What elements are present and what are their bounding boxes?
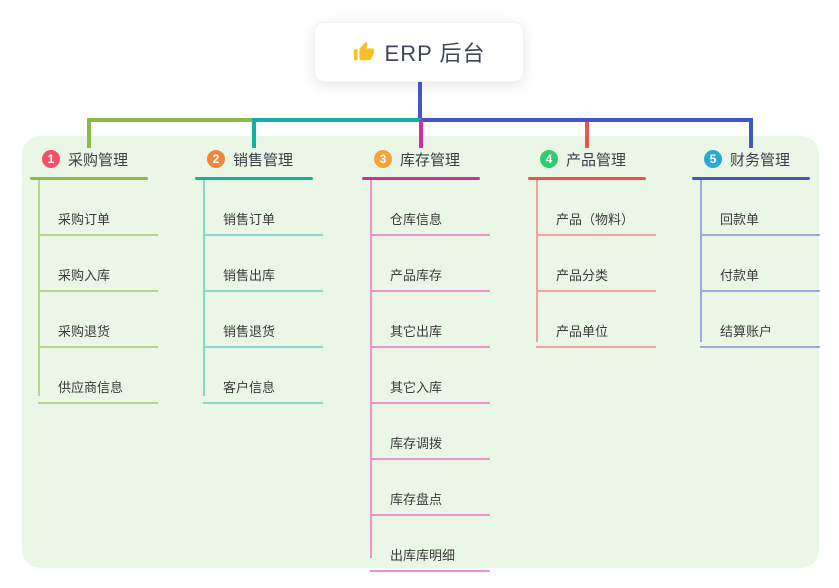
drop-line-product <box>585 122 589 148</box>
child-node[interactable]: 客户信息 <box>203 348 323 404</box>
child-node[interactable]: 结算账户 <box>700 292 820 348</box>
child-node-label: 采购入库 <box>58 268 111 283</box>
branch-header[interactable]: 3 库存管理 <box>362 146 480 172</box>
child-node-label: 销售订单 <box>223 212 276 227</box>
child-node-label: 销售退货 <box>223 324 276 339</box>
child-node-label: 库存调拨 <box>390 436 443 451</box>
children-connector-line <box>203 180 205 396</box>
branch-sales: 2 销售管理 销售订单销售出库销售退货客户信息 <box>195 146 323 404</box>
drop-line-finance <box>749 118 753 148</box>
child-node-label: 出库库明细 <box>390 548 456 563</box>
children-connector-line <box>38 180 40 396</box>
branch-label: 销售管理 <box>233 151 294 169</box>
children-connector-line <box>700 180 702 342</box>
child-node[interactable]: 库存调拨 <box>370 404 490 460</box>
child-node[interactable]: 出库库明细 <box>370 516 490 572</box>
branch-header[interactable]: 1 采购管理 <box>30 146 148 172</box>
branch-header[interactable]: 2 销售管理 <box>195 146 313 172</box>
drop-line-purchase <box>87 118 91 148</box>
branch-product: 4 产品管理 产品（物料） 产品分类产品单位 <box>528 146 656 348</box>
child-node[interactable]: 销售出库 <box>203 236 323 292</box>
root-title: ERP 后台 <box>384 41 486 66</box>
child-node[interactable]: 销售订单 <box>203 180 323 236</box>
branch-underline <box>692 177 810 180</box>
child-node-label: 采购订单 <box>58 212 111 227</box>
branch-label: 库存管理 <box>400 151 461 169</box>
connector-segment-purchase <box>88 118 254 122</box>
child-node[interactable]: 产品库存 <box>370 236 490 292</box>
child-node[interactable]: 其它出库 <box>370 292 490 348</box>
children-connector-line <box>370 180 372 558</box>
child-node[interactable]: 付款单 <box>700 236 820 292</box>
child-node-label: 客户信息 <box>223 380 276 395</box>
child-node-label: 采购退货 <box>58 324 111 339</box>
children-list: 销售订单销售出库销售退货客户信息 <box>203 180 323 404</box>
child-node[interactable]: 产品（物料） <box>536 180 656 236</box>
children-list: 采购订单采购入库采购退货供应商信息 <box>38 180 158 404</box>
children-list: 仓库信息产品库存其它出库其它入库库存调拨库存盘点出库库明细 <box>370 180 490 572</box>
branches-panel <box>22 136 819 568</box>
branch-underline <box>30 177 148 180</box>
child-node[interactable]: 库存盘点 <box>370 460 490 516</box>
child-node[interactable]: 产品单位 <box>536 292 656 348</box>
branch-number-badge: 3 <box>374 150 392 168</box>
child-node-label: 产品（物料） <box>556 212 635 227</box>
branch-purchase: 1 采购管理 采购订单采购入库采购退货供应商信息 <box>30 146 158 404</box>
child-node[interactable]: 采购退货 <box>38 292 158 348</box>
branch-inventory: 3 库存管理 仓库信息产品库存其它出库其它入库库存调拨库存盘点出库库明细 <box>362 146 490 572</box>
child-node-label: 回款单 <box>720 212 760 227</box>
drop-line-inventory <box>419 120 423 148</box>
child-node-label: 库存盘点 <box>390 492 443 507</box>
branch-label: 采购管理 <box>68 151 129 169</box>
child-node-label: 仓库信息 <box>390 212 443 227</box>
branch-header[interactable]: 4 产品管理 <box>528 146 646 172</box>
root-connector-line <box>418 82 422 120</box>
branch-number-badge: 5 <box>704 150 722 168</box>
child-node-label: 产品库存 <box>390 268 443 283</box>
child-node[interactable]: 采购入库 <box>38 236 158 292</box>
child-node[interactable]: 仓库信息 <box>370 180 490 236</box>
child-node-label: 其它出库 <box>390 324 443 339</box>
children-list: 回款单付款单结算账户 <box>700 180 820 348</box>
child-node-label: 产品分类 <box>556 268 609 283</box>
child-node[interactable]: 其它入库 <box>370 348 490 404</box>
branch-label: 财务管理 <box>730 151 791 169</box>
branch-underline <box>195 177 313 180</box>
children-connector-line <box>536 180 538 342</box>
child-node-label: 供应商信息 <box>58 380 124 395</box>
branch-finance: 5 财务管理 回款单付款单结算账户 <box>692 146 820 348</box>
branch-number-badge: 1 <box>42 150 60 168</box>
child-node[interactable]: 销售退货 <box>203 292 323 348</box>
child-node-label: 付款单 <box>720 268 760 283</box>
connector-segment-sales <box>254 118 421 122</box>
branch-underline <box>362 177 480 180</box>
children-list: 产品（物料） 产品分类产品单位 <box>536 180 656 348</box>
connector-segment-finance <box>421 118 751 122</box>
child-node[interactable]: 回款单 <box>700 180 820 236</box>
branch-header[interactable]: 5 财务管理 <box>692 146 810 172</box>
child-node-label: 销售出库 <box>223 268 276 283</box>
thumbs-up-icon <box>353 41 375 63</box>
child-node-label: 其它入库 <box>390 380 443 395</box>
branch-label: 产品管理 <box>566 151 627 169</box>
drop-line-sales <box>252 118 256 148</box>
branch-number-badge: 2 <box>207 150 225 168</box>
root-node[interactable]: ERP 后台 <box>314 22 524 82</box>
child-node[interactable]: 供应商信息 <box>38 348 158 404</box>
child-node[interactable]: 采购订单 <box>38 180 158 236</box>
child-node-label: 结算账户 <box>720 324 773 339</box>
child-node-label: 产品单位 <box>556 324 609 339</box>
child-node[interactable]: 产品分类 <box>536 236 656 292</box>
branch-number-badge: 4 <box>540 150 558 168</box>
branch-underline <box>528 177 646 180</box>
